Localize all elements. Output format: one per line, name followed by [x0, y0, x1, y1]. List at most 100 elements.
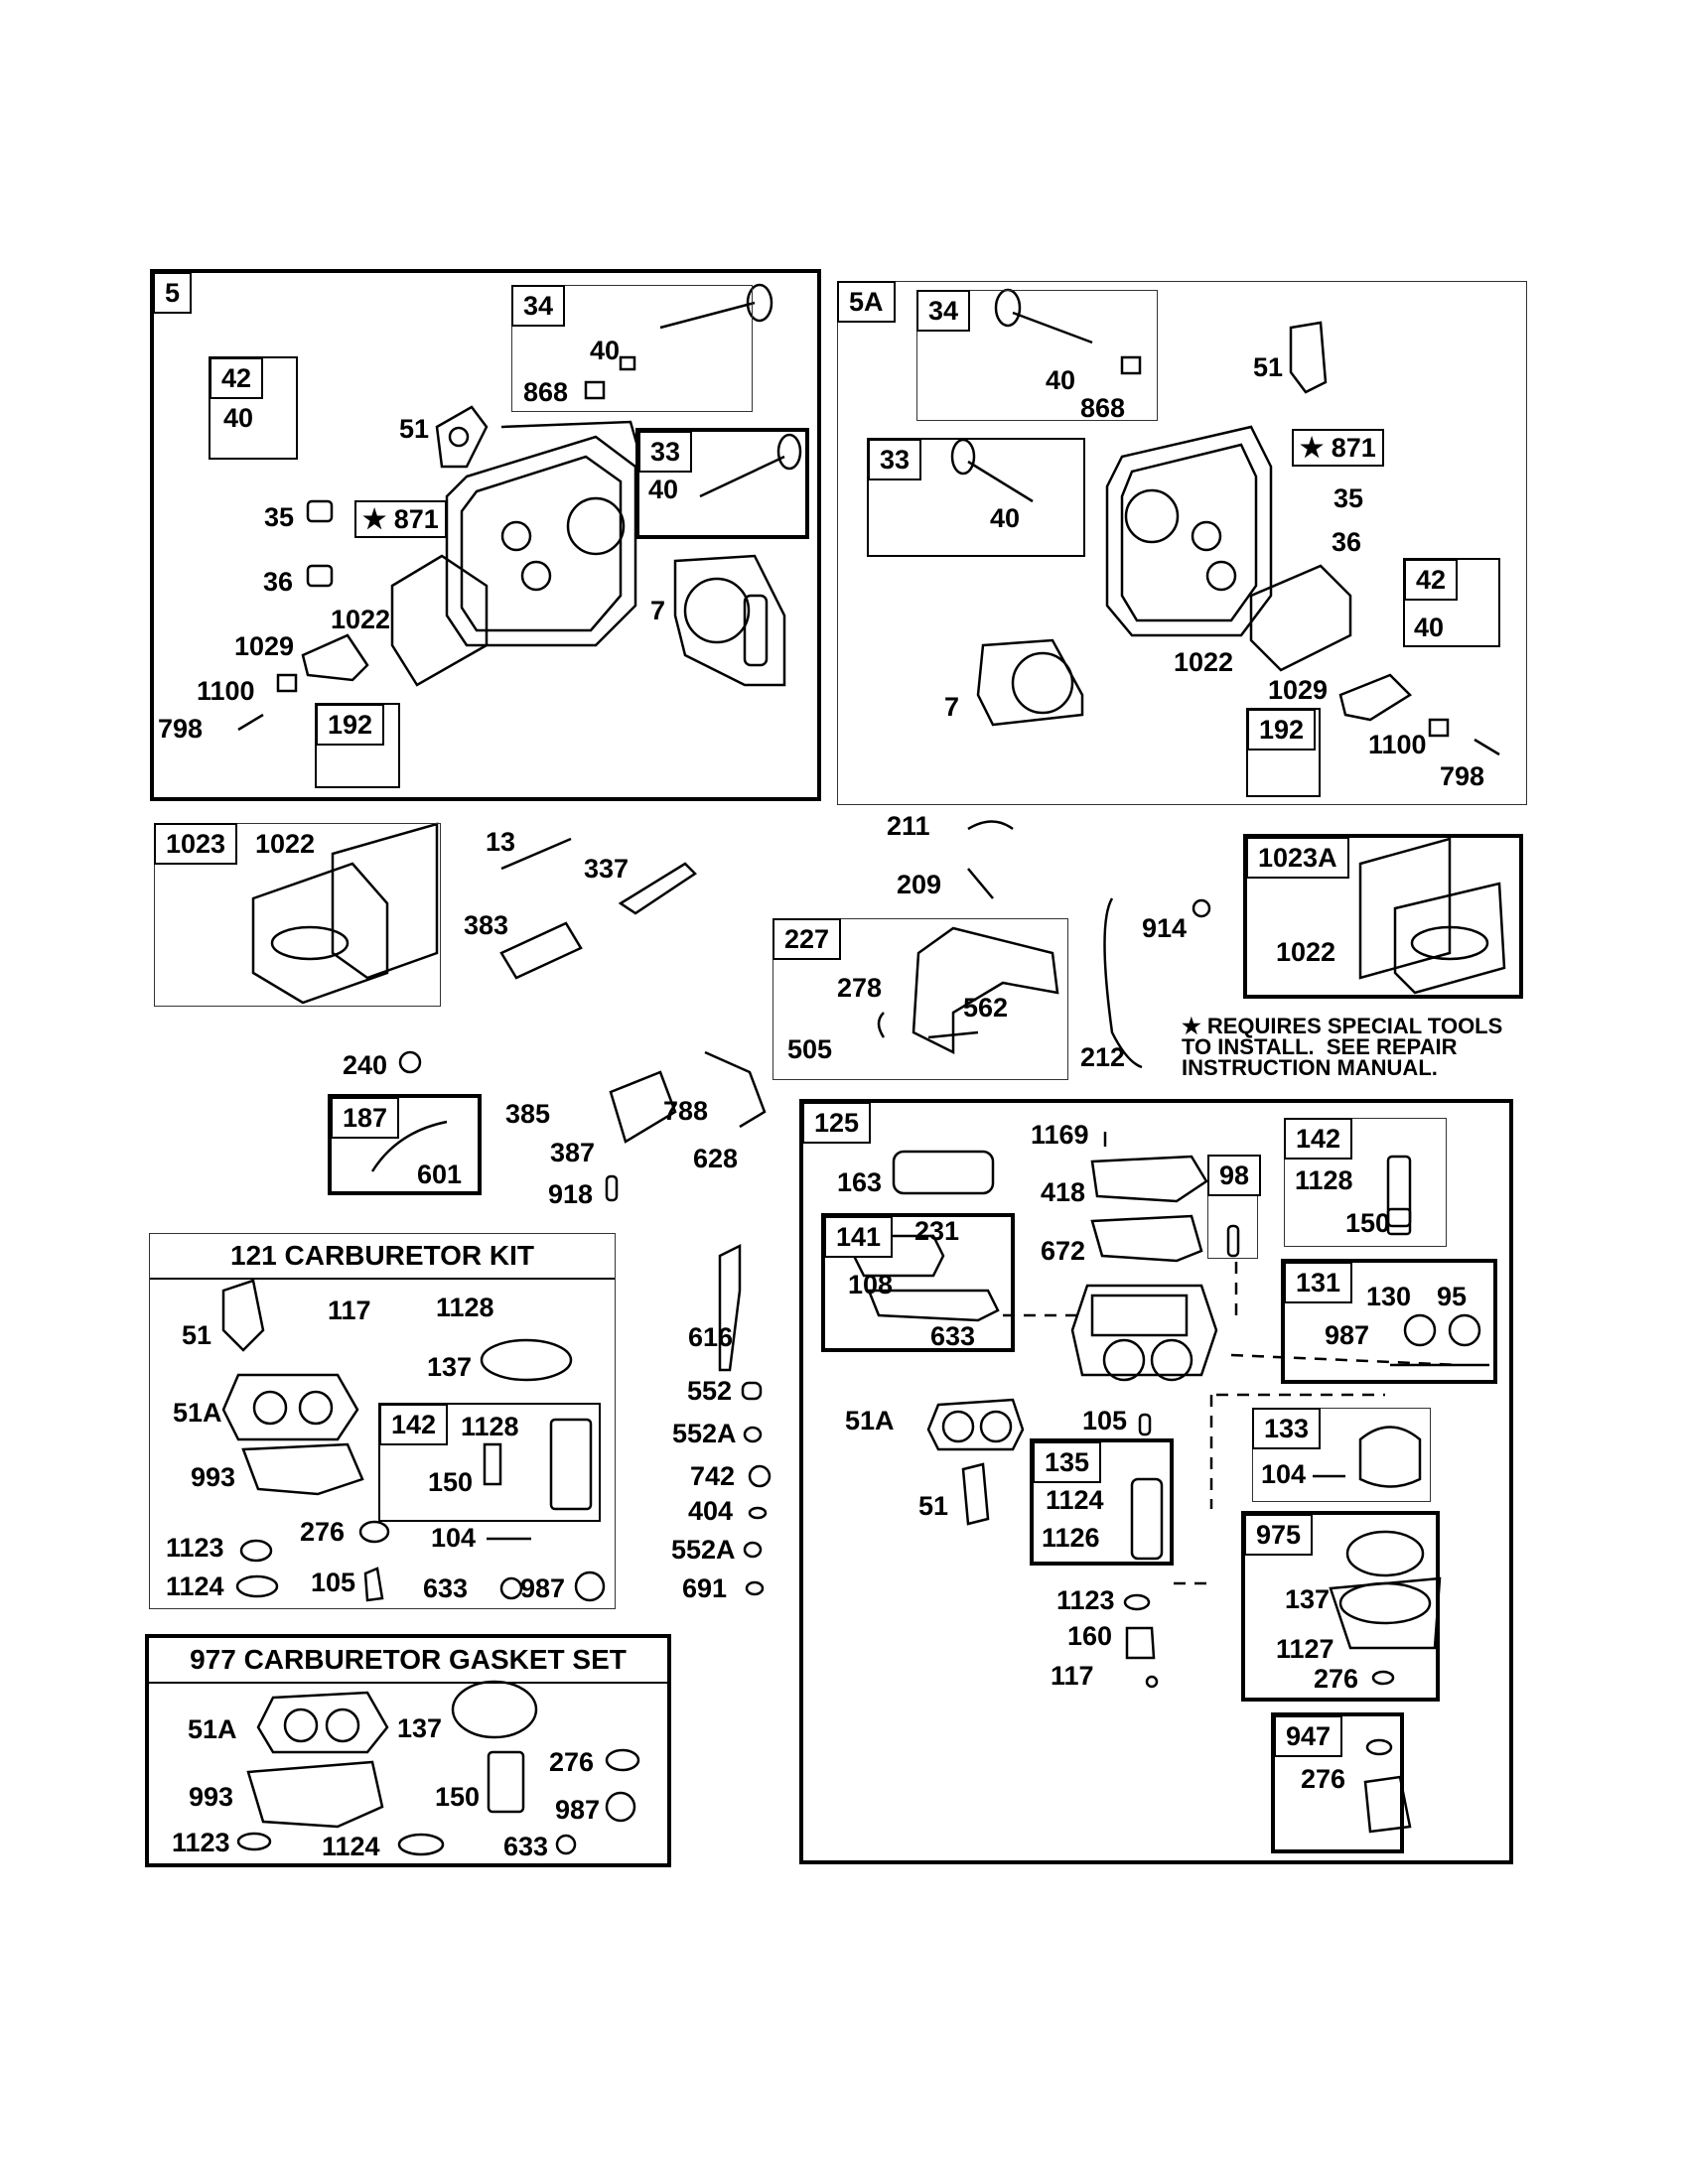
s125-135-label-1124: 1124 — [1046, 1485, 1104, 1515]
s125-label-1169: 1169 — [1031, 1120, 1089, 1150]
s125-sub-947-panel: 947 — [1271, 1712, 1404, 1853]
s125-133-label-104: 104 — [1261, 1459, 1307, 1489]
gasket-set-977-title: 977 CARBURETOR GASKET SET — [149, 1638, 667, 1684]
label-385: 385 — [505, 1099, 551, 1129]
s125-135-label-1126: 1126 — [1042, 1523, 1100, 1553]
carburetor-kit-121-panel: 121 CARBURETOR KIT — [149, 1233, 616, 1609]
s125-sub-975-panel: 975 — [1241, 1511, 1440, 1702]
s125-sub-947-tag: 947 — [1274, 1715, 1343, 1757]
section-5a-panel: 5A — [837, 281, 1527, 805]
carb-kit-121-drawing — [221, 1279, 606, 1602]
label-40-in-33: 40 — [648, 475, 679, 504]
label-13: 13 — [486, 827, 516, 857]
gasket-51-drawing-5a — [1289, 321, 1328, 394]
sub-33-tag-5a: 33 — [868, 439, 922, 480]
section-5-tag: 5 — [153, 272, 193, 314]
kit121-label-993: 993 — [191, 1462, 236, 1492]
kit121-label-137: 137 — [427, 1352, 473, 1382]
label-552a-2: 552A — [671, 1535, 736, 1565]
kit977-label-1124: 1124 — [322, 1832, 380, 1861]
section-5-panel: 5 — [150, 269, 821, 801]
label-35-5a: 35 — [1333, 483, 1364, 513]
s125-sub-131-tag: 131 — [1284, 1262, 1353, 1303]
s125-label-672: 672 — [1041, 1236, 1086, 1266]
section-1023-tag: 1023 — [154, 823, 238, 865]
section-1023a-panel: 1023A — [1243, 834, 1523, 999]
section-227-panel: 227 — [772, 918, 1068, 1080]
cylinder-head-drawing-5a — [1105, 425, 1273, 637]
s125-label-163: 163 — [837, 1167, 883, 1197]
label-742: 742 — [690, 1461, 736, 1491]
cylinder-head-drawing-5 — [445, 420, 642, 647]
carburetor-125-drawing — [852, 1132, 1489, 1834]
kit121-label-987: 987 — [520, 1573, 566, 1603]
label-40-in-42: 40 — [223, 403, 254, 433]
s125-label-160: 160 — [1067, 1621, 1113, 1651]
sub-192-tag-5a: 192 — [1247, 709, 1317, 751]
sub-192-tag: 192 — [316, 704, 385, 746]
kit121-label-51: 51 — [182, 1320, 212, 1350]
s125-975-label-276: 276 — [1314, 1664, 1359, 1694]
kit977-label-276: 276 — [549, 1747, 595, 1777]
kit977-label-987: 987 — [555, 1795, 601, 1825]
s125-sub-141-tag: 141 — [824, 1216, 894, 1258]
gasket-set-977-panel: 977 CARBURETOR GASKET SET — [145, 1634, 671, 1867]
s125-label-51: 51 — [918, 1491, 949, 1521]
sub-33-tag: 33 — [638, 431, 693, 473]
special-tools-note: ★ REQUIRES SPECIAL TOOLS TO INSTALL. SEE… — [1182, 1014, 1503, 1080]
valve-33-drawing-5a — [950, 438, 1034, 503]
s125-sub-975-tag: 975 — [1244, 1514, 1314, 1556]
section-227-tag: 227 — [772, 918, 842, 960]
kit121-sub-142-tag: 142 — [379, 1404, 449, 1445]
label-209: 209 — [897, 870, 942, 899]
s125-sub-135-tag: 135 — [1033, 1441, 1102, 1483]
sub-42-tag: 42 — [210, 357, 264, 399]
label-552: 552 — [687, 1376, 733, 1406]
head-gasket-7-drawing — [673, 554, 786, 687]
rocker-drawing-5a — [1338, 673, 1500, 756]
label-918: 918 — [548, 1179, 594, 1209]
section-125-panel: 125 — [799, 1099, 1513, 1864]
label-562: 562 — [963, 993, 1009, 1023]
s125-141-label-633: 633 — [930, 1321, 976, 1351]
label-616: 616 — [688, 1322, 734, 1352]
sub-34-tag-5a: 34 — [916, 290, 971, 332]
springs-5 — [237, 499, 369, 732]
s125-141-label-231: 231 — [914, 1216, 960, 1246]
label-40-in-33-5a: 40 — [990, 503, 1021, 533]
sub-42-tag-5a: 42 — [1404, 559, 1459, 601]
kit121-label-51a: 51A — [173, 1398, 222, 1428]
kit977-label-993: 993 — [189, 1782, 234, 1812]
label-211: 211 — [887, 811, 930, 841]
kit121-142-label-150: 150 — [428, 1467, 474, 1497]
carburetor-kit-121-title: 121 CARBURETOR KIT — [150, 1234, 615, 1280]
kit977-label-1123: 1123 — [172, 1828, 230, 1857]
valve-34-drawing — [584, 283, 773, 400]
label-212: 212 — [1080, 1042, 1126, 1072]
label-404: 404 — [688, 1496, 734, 1526]
label-868-in-34-5a: 868 — [1080, 393, 1126, 423]
label-914: 914 — [1142, 913, 1188, 943]
head-gasket-7-drawing-5a — [976, 638, 1084, 727]
kit121-label-117: 117 — [328, 1296, 371, 1325]
kit977-label-51a: 51A — [188, 1714, 237, 1744]
s125-131-label-130: 130 — [1366, 1282, 1412, 1311]
label-36: 36 — [263, 567, 294, 597]
section-187-tag: 187 — [331, 1097, 400, 1139]
label-1029-5a: 1029 — [1268, 675, 1329, 705]
label-51-5a: 51 — [1253, 352, 1284, 382]
s125-label-117: 117 — [1051, 1661, 1094, 1691]
label-1100: 1100 — [197, 676, 255, 706]
label-40-in-34: 40 — [590, 336, 621, 365]
label-628: 628 — [693, 1144, 739, 1173]
s125-141-label-108: 108 — [848, 1270, 894, 1299]
kit121-label-105: 105 — [311, 1568, 356, 1597]
label-505: 505 — [787, 1034, 833, 1064]
label-36-5a: 36 — [1332, 527, 1362, 557]
label-337: 337 — [584, 854, 630, 884]
label-387: 387 — [550, 1138, 596, 1167]
kit121-label-104: 104 — [431, 1523, 477, 1553]
s125-label-418: 418 — [1041, 1177, 1086, 1207]
section-5a-tag: 5A — [837, 281, 896, 323]
section-1023-panel: 1023 — [154, 823, 441, 1007]
